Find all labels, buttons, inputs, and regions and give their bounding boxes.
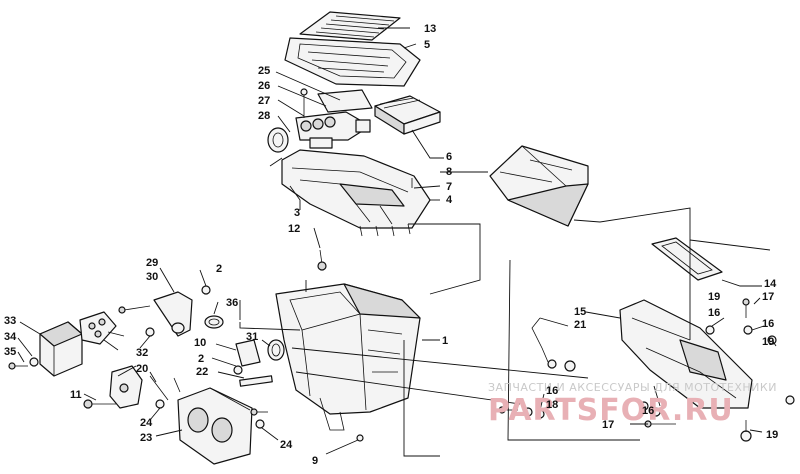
callout-30: 30 <box>146 271 158 283</box>
part-left-hardware <box>8 357 39 370</box>
callout-17a: 17 <box>762 291 774 303</box>
callout-1: 1 <box>442 335 448 347</box>
part-mount-bracket <box>118 291 193 337</box>
callout-6: 6 <box>446 151 452 163</box>
callout-13: 13 <box>424 23 436 35</box>
callout-16c: 16 <box>546 385 558 397</box>
part-relay-box <box>39 321 83 377</box>
callout-29: 29 <box>146 257 158 269</box>
part-right-hardware <box>564 298 795 442</box>
part-wiring-harness <box>79 311 125 351</box>
callout-33: 33 <box>4 315 16 327</box>
callout-26: 26 <box>258 80 270 92</box>
callout-3: 3 <box>294 207 300 219</box>
watermark-logo: PARTSFOR.RU <box>488 393 734 428</box>
part-inlet-horn <box>177 387 253 465</box>
callout-11: 11 <box>70 389 82 401</box>
part-filter-screen <box>299 11 401 41</box>
callout-35: 35 <box>4 346 16 358</box>
part-actuator <box>109 365 143 409</box>
callout-8: 8 <box>446 166 452 178</box>
callout-labels: 13 5 25 26 27 28 6 8 7 4 3 12 1 14 15 21… <box>4 23 778 467</box>
part-adapters <box>235 339 285 367</box>
callout-12: 12 <box>288 223 300 235</box>
part-grommet <box>267 127 289 153</box>
part-air-box-housing <box>275 283 421 442</box>
callout-2a: 2 <box>216 263 222 275</box>
part-air-filter-element <box>374 95 441 135</box>
callout-5: 5 <box>424 39 430 51</box>
callout-9: 9 <box>312 455 318 467</box>
callout-16a: 16 <box>708 307 720 319</box>
callout-16b: 16 <box>762 318 774 330</box>
callout-7: 7 <box>446 181 452 193</box>
callout-4: 4 <box>446 194 453 206</box>
callout-21: 21 <box>574 319 586 331</box>
part-control-module <box>295 88 373 149</box>
callout-16d: 16 <box>642 405 654 417</box>
callout-36: 36 <box>226 297 238 309</box>
part-linkage-rod <box>531 317 557 369</box>
callout-2b: 2 <box>198 353 204 365</box>
callout-22: 22 <box>196 366 208 378</box>
part-gasket-14 <box>651 237 723 281</box>
callout-19b: 19 <box>762 336 774 348</box>
part-air-intake-duct <box>489 145 589 227</box>
callout-20: 20 <box>136 363 148 375</box>
callout-28: 28 <box>258 110 270 122</box>
callout-34: 34 <box>4 331 17 343</box>
callout-31: 31 <box>246 331 258 343</box>
part-air-box-cover <box>284 37 421 87</box>
callout-24b: 24 <box>280 439 293 451</box>
part-bolt-12 <box>317 249 327 271</box>
callout-23: 23 <box>140 432 152 444</box>
callout-24a: 24 <box>140 417 153 429</box>
part-lower-center-hardware <box>155 399 268 429</box>
callout-15: 15 <box>574 306 586 318</box>
callout-19a: 19 <box>708 291 720 303</box>
watermark-tagline: ЗАПЧАСТИ И АКСЕССУАРЫ ДЛЯ МОТОТЕХНИКИ <box>488 381 777 394</box>
part-hose-clamp <box>204 315 224 329</box>
callout-32: 32 <box>136 347 148 359</box>
callout-17b: 17 <box>602 419 614 431</box>
part-air-box-base <box>281 149 431 237</box>
callout-27: 27 <box>258 95 270 107</box>
part-bolt-11 <box>83 399 116 409</box>
callout-19c: 19 <box>766 429 778 441</box>
callout-14: 14 <box>764 278 777 290</box>
callout-10: 10 <box>194 337 206 349</box>
part-outlet-duct <box>619 299 753 409</box>
part-hoses <box>149 375 273 401</box>
leader-lines <box>17 27 777 457</box>
callout-25: 25 <box>258 65 270 77</box>
callout-18: 18 <box>546 399 558 411</box>
